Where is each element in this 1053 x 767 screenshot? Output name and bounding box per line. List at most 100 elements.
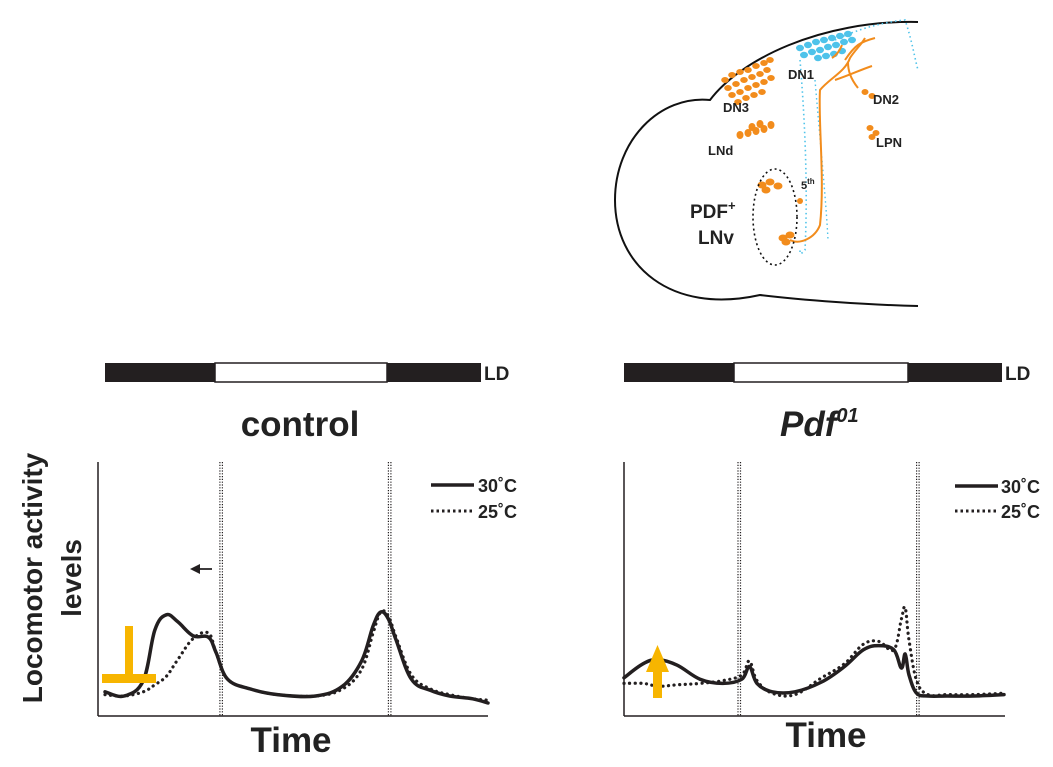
dn3-cell (724, 85, 732, 91)
dn1-cell (814, 54, 822, 62)
ld-label: LD (484, 364, 509, 385)
lnv-label: LNv (698, 228, 734, 249)
lpn-label: LPN (876, 135, 902, 150)
up-arrow-head (646, 645, 669, 672)
dn1-projection-left (799, 59, 807, 255)
dn2-cell (861, 89, 869, 95)
dn3-cell (756, 71, 764, 77)
pdf01-axes (623, 462, 1005, 717)
ld-dark-segment-2 (908, 363, 1002, 382)
dn3-cell (760, 60, 768, 66)
lnv-cluster-outline (752, 168, 798, 266)
dn3-cell (734, 99, 742, 105)
dn3-cell (736, 89, 744, 95)
control-legend: 30˚C 25˚C (431, 476, 517, 522)
clock-neuron-cells (721, 30, 880, 246)
lnv-cell (761, 186, 771, 194)
dn3-cell (736, 69, 744, 75)
lnv-cell (765, 178, 775, 186)
legend-solid-label: 30˚C (1001, 477, 1040, 497)
y-axis-label-line1: Locomotor activity (17, 452, 48, 703)
phase-advance-arrow (190, 564, 212, 574)
control-axes (97, 462, 488, 717)
lpn-cell (866, 125, 874, 131)
dn3-cell (744, 67, 752, 73)
dn3-cell (752, 82, 760, 88)
dn3-cell (750, 92, 758, 98)
brain-diagram: DN1 DN2 DN3 LNd LPN 5th PDF+ LNv (613, 19, 919, 307)
dn2-cell (868, 93, 876, 99)
ld-dark-segment-1 (624, 363, 734, 382)
dn1-cell (828, 34, 836, 42)
lnv-projection-branch4 (831, 44, 843, 59)
dn1-cell (840, 38, 848, 46)
lpn-cell (868, 134, 876, 140)
pdf01-title: Pdf01 (780, 405, 859, 444)
ld-bar-pdf01: LD (624, 362, 1030, 385)
pdf01-legend: 30˚C 25˚C (955, 477, 1040, 522)
dn3-cell (740, 77, 748, 83)
y-axis-label-line2: levels (56, 539, 87, 617)
fifth-label: 5th (801, 177, 815, 192)
dn1-label: DN1 (788, 67, 814, 82)
orange-suppression-symbol (102, 626, 156, 683)
control-x-axis-label: Time (250, 721, 331, 760)
lnd-cell (767, 121, 775, 129)
dn1-cell (822, 52, 830, 60)
control-title: control (241, 405, 360, 444)
dn3-cell (752, 63, 760, 69)
ld-bar-control: LD (105, 362, 509, 385)
dn2-label: DN2 (873, 92, 899, 107)
dn3-cell (728, 72, 736, 78)
ld-light-segment (733, 362, 909, 383)
dn3-cell (763, 67, 771, 73)
lnv-cell (785, 231, 795, 239)
pdf-label: PDF+ (690, 198, 736, 223)
lpn-cell (872, 130, 880, 136)
dn1-cell (836, 32, 844, 40)
dn3-cell (744, 85, 752, 91)
dn1-projection-top (834, 19, 919, 71)
control-plot-area (103, 462, 490, 716)
dn3-cell (758, 89, 766, 95)
lnv-projection-main (789, 37, 866, 243)
pdf01-x-axis-label: Time (785, 716, 866, 755)
legend-dotted-label: 25˚C (478, 502, 517, 522)
dn3-cell (748, 74, 756, 80)
ld-light-segment (214, 362, 388, 383)
dn3-cell (742, 95, 750, 101)
series-line-solid (622, 643, 1006, 698)
lnd-cell (756, 120, 764, 128)
ld-dark-segment-2 (387, 363, 481, 382)
up-arrow-shaft (653, 670, 662, 698)
brain-outline (613, 20, 919, 307)
dn1-cell (820, 36, 828, 44)
legend-dotted-label: 25˚C (1001, 502, 1040, 522)
dn3-cell (760, 79, 768, 85)
dn1-cell (800, 51, 808, 59)
dn1-cell (804, 41, 812, 49)
dn1-cell (796, 44, 804, 52)
lnv-projection-branch1 (844, 37, 876, 61)
lnd-cell (748, 123, 756, 131)
dn1-cell (832, 41, 840, 49)
dn3-cell (721, 77, 729, 83)
dn3-cell (732, 81, 740, 87)
orange-up-arrow (646, 645, 669, 698)
ld-label: LD (1005, 364, 1030, 385)
dn1-cell (824, 43, 832, 51)
dn1-cell (812, 38, 820, 46)
suppression-symbol-stem (125, 626, 133, 678)
dn3-cell (728, 92, 736, 98)
lnv-cell (757, 181, 767, 189)
dn3-cell (767, 75, 775, 81)
lnd-cell (744, 129, 752, 137)
dn3-cell (766, 57, 774, 63)
dn1-cell (848, 36, 856, 44)
dn1-cell (808, 48, 816, 56)
series-line-dotted (103, 609, 490, 702)
lnv-projection-branch2 (834, 65, 873, 81)
dn1-cell (816, 46, 824, 54)
dn3-label: DN3 (723, 100, 749, 115)
